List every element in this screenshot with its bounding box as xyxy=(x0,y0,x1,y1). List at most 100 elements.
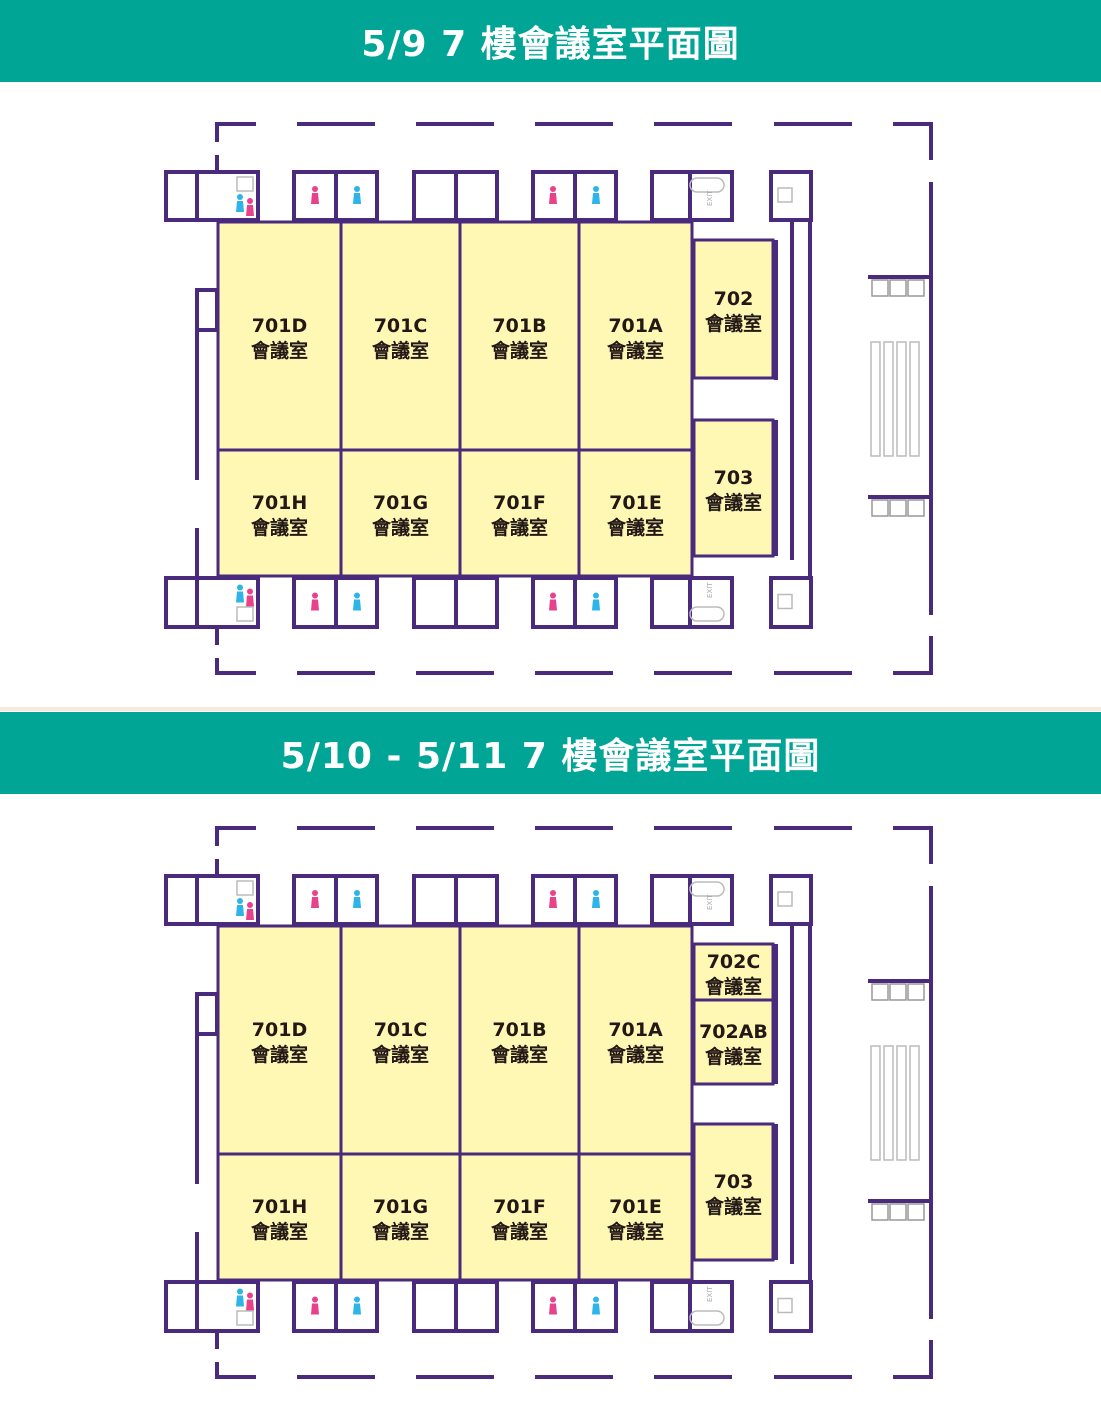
room-number: 701G xyxy=(373,1196,428,1218)
elevator-icon xyxy=(907,499,925,517)
male-restroom-icon xyxy=(237,584,243,591)
accessible-restroom-block xyxy=(769,1280,813,1333)
room-label: 會議室 xyxy=(705,1045,762,1068)
room-number: 701A xyxy=(608,315,663,337)
room-label: 會議室 xyxy=(372,1220,429,1243)
room-label: 會議室 xyxy=(705,975,762,998)
meeting-room-701g xyxy=(339,448,462,578)
male-restroom-icon xyxy=(592,897,600,908)
room-number: 701C xyxy=(374,315,428,337)
room-number: 701B xyxy=(492,1019,546,1041)
plan-title-banner: 5/9 7 樓會議室平面圖 xyxy=(0,0,1101,82)
room-number: 701F xyxy=(493,1196,546,1218)
escalator-icon xyxy=(870,341,881,457)
elevator-icon xyxy=(907,983,925,1001)
elevator-icon xyxy=(889,1203,907,1221)
room-number: 703 xyxy=(714,1171,754,1193)
room-label: 會議室 xyxy=(372,516,429,539)
accessible-icon xyxy=(777,187,793,203)
male-restroom-icon xyxy=(353,897,361,908)
room-label: 會議室 xyxy=(251,1220,308,1243)
room-number: 701D xyxy=(252,315,307,337)
female-restroom-icon xyxy=(247,1292,253,1299)
male-restroom-icon xyxy=(236,905,244,916)
male-restroom-icon xyxy=(592,193,600,204)
female-restroom-icon xyxy=(550,890,556,896)
corner-block xyxy=(164,576,260,629)
room-label: 會議室 xyxy=(705,312,762,335)
meeting-room-701e xyxy=(577,448,694,578)
female-restroom-icon xyxy=(311,599,319,611)
exit-label: EXIT xyxy=(706,582,714,598)
room-number: 703 xyxy=(714,467,754,489)
male-restroom-icon xyxy=(236,1295,244,1307)
plan-title: 5/9 7 樓會議室平面圖 xyxy=(361,24,740,65)
escalator-icon xyxy=(896,341,907,457)
female-restroom-icon xyxy=(312,186,318,192)
male-restroom-icon xyxy=(237,898,243,904)
male-restroom-icon xyxy=(593,592,599,599)
floor-plan-5-9: 701D會議室701C會議室701B會議室701A會議室701H會議室701G會… xyxy=(164,122,933,675)
female-restroom-icon xyxy=(312,592,318,599)
elevator-icon xyxy=(871,279,889,297)
female-restroom-icon xyxy=(311,897,319,908)
stairs-icon xyxy=(689,1310,725,1326)
elevator-icon xyxy=(871,1203,889,1221)
male-restroom-icon xyxy=(236,201,244,212)
male-restroom-icon xyxy=(593,1296,599,1303)
male-restroom-icon xyxy=(592,1303,600,1315)
accessible-icon xyxy=(236,1310,254,1326)
female-restroom-icon xyxy=(549,193,557,204)
elevator-icon xyxy=(889,983,907,1001)
escalator-icon xyxy=(896,1045,907,1161)
room-label: 會議室 xyxy=(372,1043,429,1066)
female-restroom-icon xyxy=(246,1299,254,1311)
meeting-room-703 xyxy=(692,1122,775,1262)
male-restroom-icon xyxy=(353,599,361,611)
accessible-icon xyxy=(236,176,254,192)
exit-label: EXIT xyxy=(706,894,714,910)
female-restroom-icon xyxy=(247,198,253,204)
room-number: 701D xyxy=(252,1019,307,1041)
female-restroom-icon xyxy=(312,890,318,896)
meeting-room-701h xyxy=(216,1152,343,1282)
accessible-icon xyxy=(777,891,793,907)
female-restroom-icon xyxy=(311,1303,319,1315)
male-restroom-icon xyxy=(237,194,243,200)
room-label: 會議室 xyxy=(607,339,664,362)
room-number: 701F xyxy=(493,492,546,514)
male-restroom-icon xyxy=(353,1303,361,1315)
meeting-room-702 xyxy=(692,238,775,380)
room-label: 會議室 xyxy=(372,339,429,362)
meeting-room-701d xyxy=(216,924,343,1156)
accessible-icon xyxy=(236,880,254,896)
elevator-icon xyxy=(871,499,889,517)
male-restroom-icon xyxy=(354,592,360,599)
female-restroom-icon xyxy=(550,1296,556,1303)
male-restroom-icon xyxy=(354,186,360,192)
room-label: 會議室 xyxy=(607,516,664,539)
room-label: 會議室 xyxy=(251,516,308,539)
elevator-icon xyxy=(907,1203,925,1221)
elevator-icon xyxy=(907,279,925,297)
room-number: 701E xyxy=(609,1196,662,1218)
exit-label: EXIT xyxy=(706,1286,714,1302)
escalator-icon xyxy=(870,1045,881,1161)
elevator-icon xyxy=(889,279,907,297)
male-restroom-icon xyxy=(236,591,244,603)
room-number: 702C xyxy=(707,951,761,973)
room-label: 會議室 xyxy=(607,1043,664,1066)
plan-title: 5/10 - 5/11 7 樓會議室平面圖 xyxy=(280,736,821,777)
meeting-room-701b xyxy=(458,220,581,452)
escalator-icon xyxy=(883,341,894,457)
female-restroom-icon xyxy=(550,592,556,599)
room-number: 701E xyxy=(609,492,662,514)
accessible-restroom-block xyxy=(769,576,813,629)
meeting-room-701a xyxy=(577,924,694,1156)
room-number: 701H xyxy=(252,492,308,514)
room-number: 701G xyxy=(373,492,428,514)
wall xyxy=(195,288,219,332)
exit-label: EXIT xyxy=(706,190,714,206)
corner-block xyxy=(164,1280,260,1333)
room-number: 701B xyxy=(492,315,546,337)
